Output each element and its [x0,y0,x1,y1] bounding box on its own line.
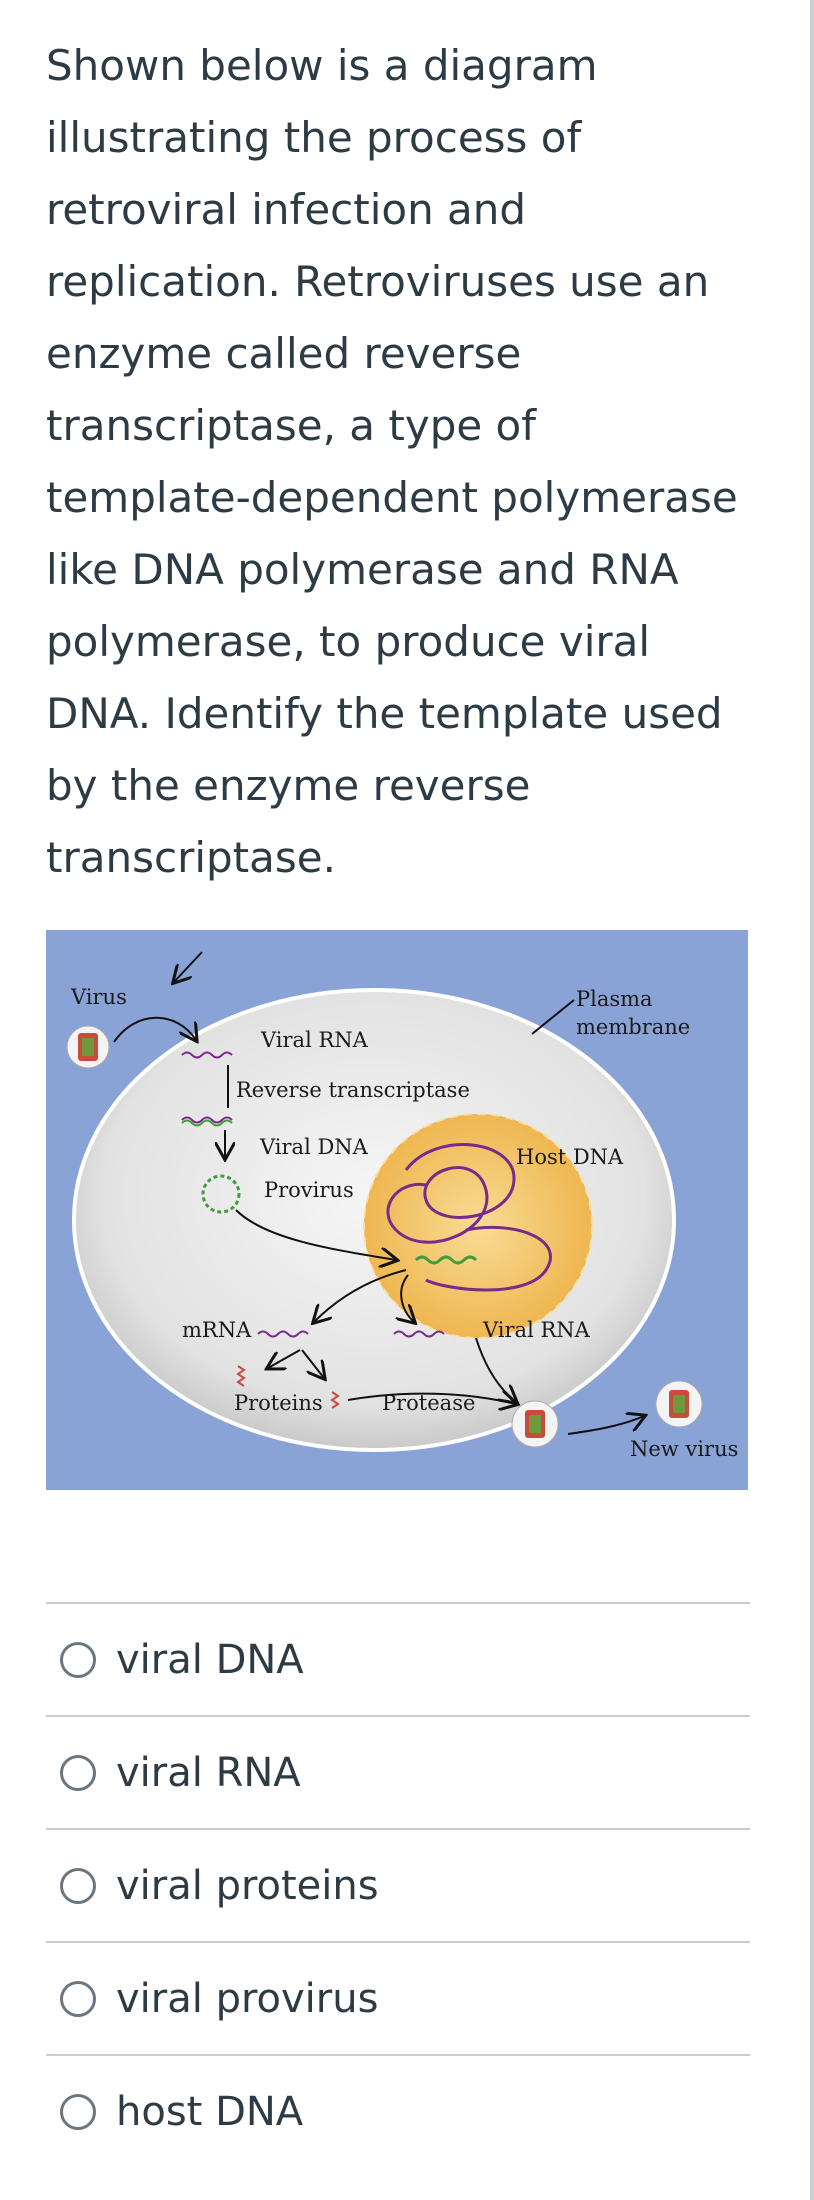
provirus-circle [201,1174,241,1214]
label-provirus: Provirus [264,1178,354,1202]
radio-button[interactable] [60,1641,96,1678]
virus-particle [66,1025,110,1069]
option-viral-provirus[interactable]: viral provirus [46,1941,750,2054]
page-right-border [810,0,814,2200]
option-label: host DNA [116,2088,304,2135]
label-host-dna: Host DNA [516,1145,624,1169]
radio-button[interactable] [60,1867,96,1904]
budding-virus [511,1400,559,1448]
label-plasma-membrane-2: membrane [576,1015,690,1039]
new-virus [655,1380,703,1428]
provirus-integrated [414,1255,478,1265]
answer-options: viral DNA viral RNA viral proteins viral… [46,1602,750,2167]
label-mrna: mRNA [182,1318,252,1342]
radio-button[interactable] [60,1980,96,2017]
label-virus: Virus [70,985,127,1009]
retrovirus-diagram: Virus Viral RNA Reverse transcriptase Vi… [46,930,748,1490]
option-label: viral proteins [116,1862,379,1909]
option-viral-rna[interactable]: viral RNA [46,1715,750,1828]
label-new-virus: New virus [630,1437,738,1461]
label-reverse-transcriptase: Reverse transcriptase [236,1078,470,1102]
radio-button[interactable] [60,2093,96,2130]
label-viral-rna-bottom: Viral RNA [482,1318,591,1342]
nucleus [363,1113,593,1339]
radio-button[interactable] [60,1754,96,1791]
host-dna [386,1143,552,1292]
question-text: Shown below is a diagram illustrating th… [46,41,738,882]
option-viral-proteins[interactable]: viral proteins [46,1828,750,1941]
label-viral-rna-top: Viral RNA [260,1028,369,1052]
option-host-dna[interactable]: host DNA [46,2054,750,2167]
option-label: viral DNA [116,1636,304,1683]
option-label: viral provirus [116,1975,379,2022]
label-viral-dna: Viral DNA [259,1135,369,1159]
label-plasma-membrane-1: Plasma [576,987,653,1011]
label-proteins: Proteins [234,1391,323,1415]
option-viral-dna[interactable]: viral DNA [46,1602,750,1715]
option-label: viral RNA [116,1749,301,1796]
